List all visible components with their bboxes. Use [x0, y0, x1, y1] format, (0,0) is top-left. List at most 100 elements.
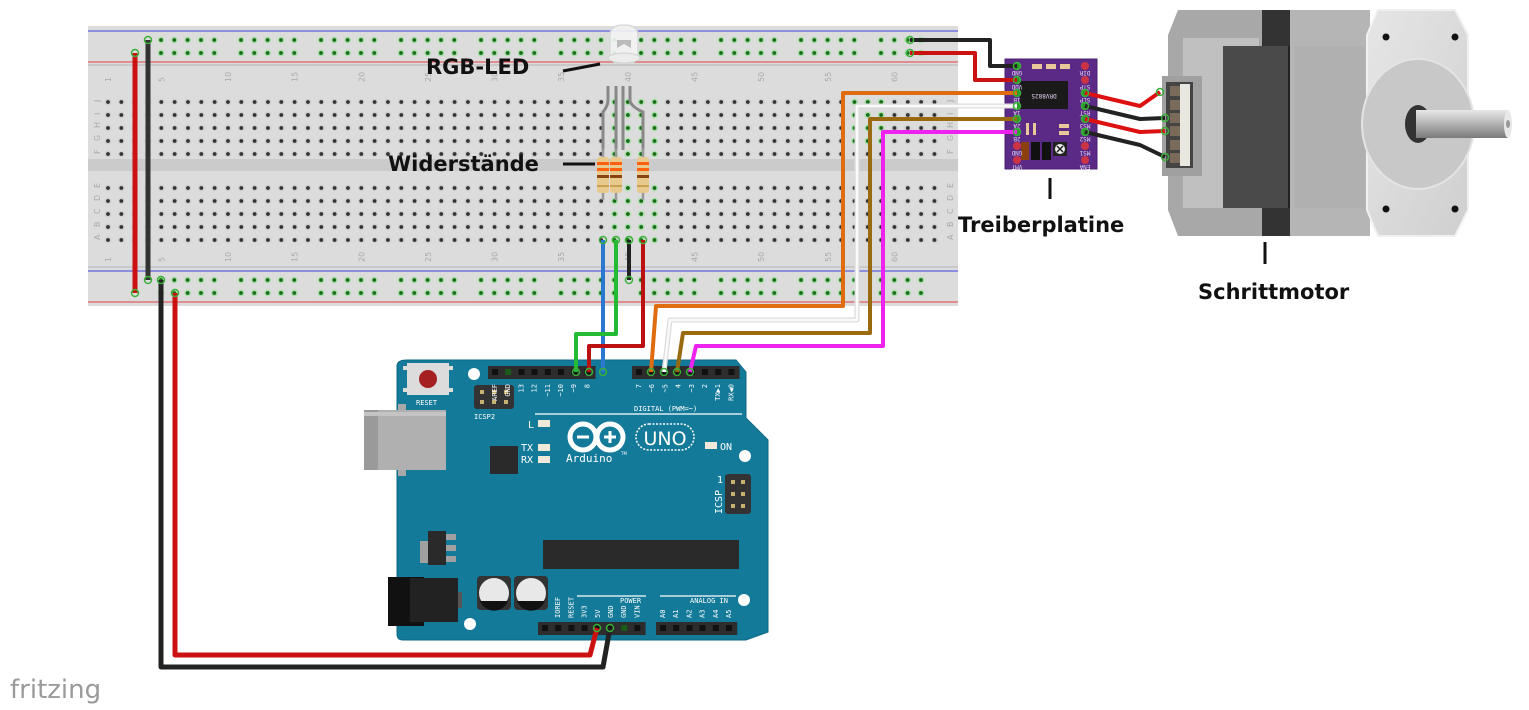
- wire-endpoint[interactable]: [1160, 152, 1170, 162]
- header-pin[interactable]: [712, 625, 719, 631]
- header-pin[interactable]: [715, 369, 722, 375]
- wire-motor-black-1[interactable]: [1084, 104, 1166, 121]
- wire-led-red-pin10[interactable]: [587, 240, 645, 372]
- driver-pin[interactable]: [1081, 76, 1089, 84]
- reset-button[interactable]: [403, 363, 453, 395]
- wire-endpoint[interactable]: [1080, 101, 1090, 111]
- header-pin[interactable]: [542, 625, 548, 631]
- header-pin[interactable]: [636, 369, 642, 375]
- wire-motor-red-1[interactable]: [1084, 90, 1162, 108]
- wire-endpoint[interactable]: [605, 623, 615, 633]
- header-pin[interactable]: [518, 369, 525, 375]
- wire-motor-red-2[interactable]: [1084, 117, 1166, 134]
- wire-endpoint[interactable]: [659, 367, 669, 377]
- wire-endpoint[interactable]: [646, 367, 656, 377]
- wire-endpoint[interactable]: [1012, 101, 1022, 111]
- resistor-1[interactable]: [597, 148, 609, 200]
- wire-brown-pin4[interactable]: [675, 117, 1017, 373]
- potentiometer[interactable]: [1053, 142, 1067, 156]
- wire-endpoint[interactable]: [1012, 88, 1022, 98]
- wire-motor-black-2[interactable]: [1084, 130, 1166, 159]
- wire-endpoint[interactable]: [1012, 75, 1022, 85]
- column-number: 30: [491, 252, 500, 262]
- wire-endpoint[interactable]: [672, 367, 682, 377]
- wire-endpoint[interactable]: [1155, 87, 1165, 97]
- wire-gnd-to-arduino[interactable]: [158, 280, 613, 670]
- column-number: 35: [557, 252, 566, 262]
- wire-endpoint[interactable]: [1012, 127, 1022, 137]
- resistor-2[interactable]: [610, 148, 622, 200]
- header-pin[interactable]: [699, 625, 706, 631]
- header-pin[interactable]: [702, 369, 708, 375]
- row-letter: D: [946, 195, 955, 201]
- resistor-3[interactable]: [637, 148, 649, 200]
- column-number: 45: [691, 72, 700, 82]
- header-pin[interactable]: [505, 369, 512, 375]
- wire-endpoint[interactable]: [170, 288, 180, 298]
- wire-endpoint[interactable]: [130, 48, 140, 58]
- column-number: 50: [757, 252, 766, 262]
- wire-endpoint[interactable]: [584, 367, 594, 377]
- header-pin[interactable]: [728, 369, 735, 375]
- pin-label: ~5: [661, 384, 669, 392]
- driver-pin[interactable]: [1081, 62, 1089, 70]
- header-pin[interactable]: [594, 625, 601, 631]
- header-pin[interactable]: [621, 625, 628, 631]
- wire-5v-to-arduino[interactable]: [172, 293, 600, 658]
- header-pin[interactable]: [492, 369, 498, 375]
- wire-endpoint[interactable]: [143, 275, 153, 285]
- header-pin[interactable]: [531, 369, 538, 375]
- pin-label: 7: [635, 384, 643, 388]
- wire-endpoint[interactable]: [130, 288, 140, 298]
- header-pin[interactable]: [555, 625, 562, 631]
- wire-endpoint[interactable]: [143, 35, 153, 45]
- wire-endpoint[interactable]: [592, 623, 602, 633]
- wire-endpoint[interactable]: [624, 275, 634, 285]
- wire-endpoint[interactable]: [1160, 126, 1170, 136]
- wire-led-green-pin11[interactable]: [574, 240, 618, 372]
- wire-endpoint[interactable]: [1012, 61, 1022, 71]
- header-pin[interactable]: [608, 625, 614, 631]
- wire-endpoint[interactable]: [598, 235, 608, 245]
- wire-endpoint[interactable]: [905, 48, 915, 58]
- driver-pin[interactable]: [1081, 142, 1089, 150]
- driver-pin[interactable]: [1081, 156, 1089, 164]
- wire-endpoint[interactable]: [685, 367, 695, 377]
- wire-endpoint[interactable]: [1012, 114, 1022, 124]
- microcontroller-chip: [543, 540, 739, 569]
- wire-endpoint[interactable]: [598, 367, 608, 377]
- wire-driver-gnd[interactable]: [910, 38, 1017, 68]
- rgb-led[interactable]: [601, 24, 645, 150]
- driver-pin-label: GND: [1011, 69, 1022, 76]
- header-pin[interactable]: [686, 625, 693, 631]
- wire-endpoint[interactable]: [1080, 127, 1090, 137]
- wire-driver-vdd[interactable]: [910, 51, 1017, 82]
- header-pin[interactable]: [634, 625, 641, 631]
- header-pin[interactable]: [558, 369, 564, 375]
- column-number: 20: [357, 72, 366, 82]
- header-pin[interactable]: [544, 369, 551, 375]
- header-pin[interactable]: [673, 625, 680, 631]
- brand-name: Arduino: [566, 452, 612, 465]
- driver-pin[interactable]: [1013, 156, 1021, 164]
- wire-endpoint[interactable]: [638, 235, 648, 245]
- wire-endpoint[interactable]: [905, 35, 915, 45]
- pin-label: A0: [659, 610, 667, 618]
- header-pin[interactable]: [726, 625, 732, 631]
- header-pin[interactable]: [568, 625, 575, 631]
- row-letter: A: [946, 234, 955, 240]
- wire-magenta-pin3[interactable]: [688, 130, 1017, 373]
- wire-endpoint[interactable]: [571, 367, 581, 377]
- wire-endpoint[interactable]: [624, 235, 634, 245]
- wire-endpoint[interactable]: [1080, 88, 1090, 98]
- wire-orange-pin6[interactable]: [649, 91, 1017, 373]
- header-pin[interactable]: [581, 625, 588, 631]
- wire-endpoint[interactable]: [1080, 114, 1090, 124]
- wire-endpoint[interactable]: [1160, 113, 1170, 123]
- header-pin[interactable]: [660, 625, 666, 631]
- wire-endpoint[interactable]: [156, 275, 166, 285]
- wire-endpoint[interactable]: [611, 235, 621, 245]
- driver-pin[interactable]: [1013, 142, 1021, 150]
